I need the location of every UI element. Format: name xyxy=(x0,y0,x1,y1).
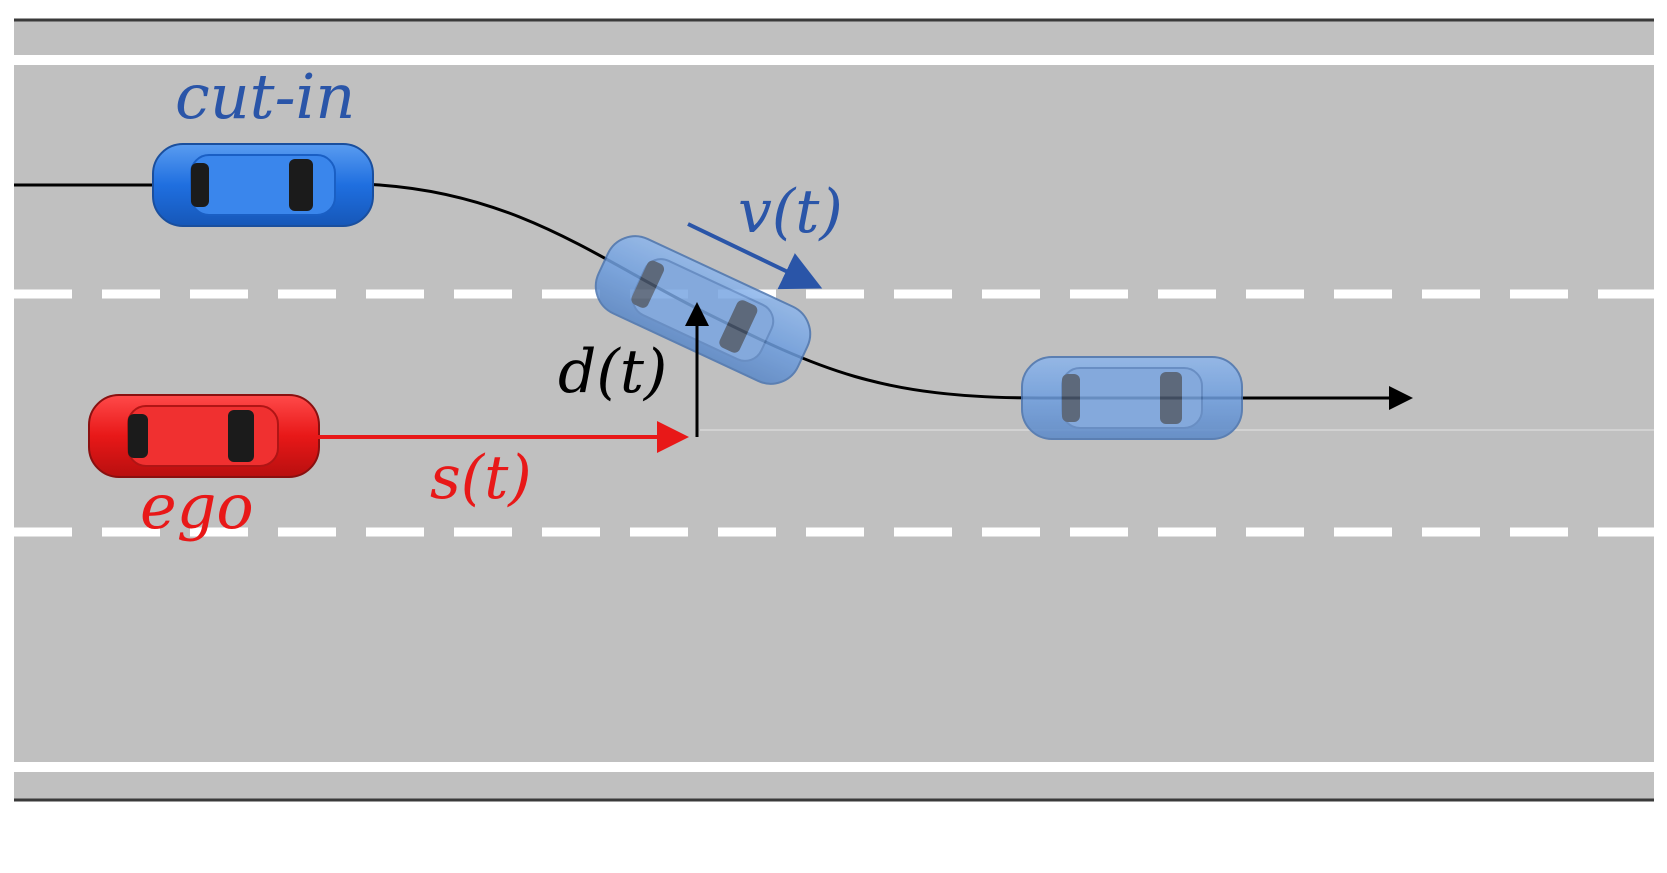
v-t-arrow xyxy=(687,222,823,290)
cut-in-car xyxy=(152,143,374,227)
cut-in-car-final xyxy=(1021,356,1243,440)
solid-lane-line-bottom xyxy=(14,762,1654,772)
lateral-distance-label: d(t) xyxy=(558,337,667,407)
ego-label: ego xyxy=(140,470,254,543)
velocity-label: v(t) xyxy=(738,177,843,247)
ego-car xyxy=(88,394,320,478)
cut-in-label: cut-in xyxy=(175,60,355,133)
solid-lane-line-top xyxy=(14,55,1654,65)
longitudinal-distance-label: s(t) xyxy=(430,443,532,513)
